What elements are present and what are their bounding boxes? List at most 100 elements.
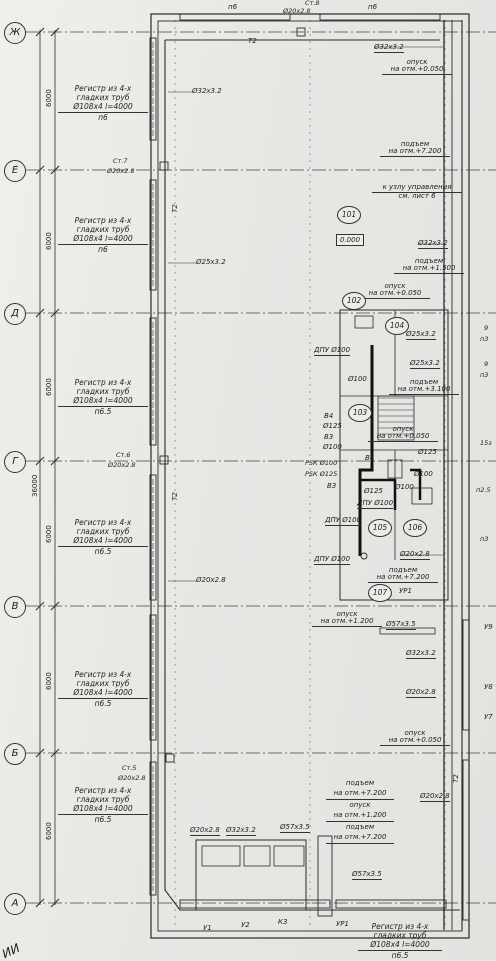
entrance-vestibule-2 (243, 845, 271, 867)
dim-tick-inner-6 (50, 898, 60, 908)
axis-marker-d: Д (4, 303, 26, 325)
drain-d100-a: Ø100 (348, 375, 367, 383)
right-register-mid (462, 619, 470, 731)
dpu-label-a: ДПУ Ø100 (314, 346, 351, 356)
room-107: 107 (368, 584, 392, 602)
valve-k3: К3 (278, 918, 288, 926)
left-register-3 (149, 474, 157, 601)
dimension-span-4: 6000 (45, 525, 53, 543)
riser-st7-name: Ст.7 (113, 157, 128, 165)
right-mid-register (379, 627, 436, 635)
dim-tick-inner-4 (50, 601, 60, 611)
pipe-label-r-low1: Ø20х2.8 (400, 550, 430, 560)
dim-tick-outer-6 (35, 898, 45, 908)
entrance-unit (195, 839, 307, 911)
left-register-0 (149, 37, 157, 141)
riser-marker-2 (165, 753, 175, 763)
edge-label-f: п2.5 (476, 486, 491, 494)
riser-marker-3 (296, 27, 306, 37)
bottom-register-right (335, 899, 447, 909)
room-104: 104 (385, 317, 409, 335)
line-t2-label-2: Т2 (170, 492, 179, 501)
drain-d125-a: Ø125 (418, 448, 437, 456)
level-box: 0.000 (336, 234, 365, 246)
dim-tick-inner-1 (50, 165, 60, 175)
drain-b4-d: Ø125 (323, 422, 342, 430)
entrance-riser-box (317, 835, 333, 917)
bottom-register-left (179, 899, 331, 909)
axis-marker-a: А (4, 893, 26, 915)
dpu-label-c: ДПУ Ø100 (314, 555, 351, 565)
drain-d100-b: Ø100 (414, 470, 433, 478)
dimension-span-1: 6000 (45, 89, 53, 107)
top-register-right (319, 13, 441, 21)
drain-b3-d: Ø100 (323, 443, 342, 451)
axis-marker-b: Б (4, 743, 26, 765)
drain-b4-b: В4 (365, 454, 375, 462)
axis-marker-g: Г (4, 451, 26, 473)
entrance-vestibule-3 (273, 845, 305, 867)
dim-tick-inner-0 (50, 27, 60, 37)
dim-tick-inner-3 (50, 456, 60, 466)
dpu-label-b: ДПУ Ø100 (325, 516, 362, 526)
riser-st6-pipe: Ø20х2.8 (108, 461, 136, 469)
dim-tick-outer-5 (35, 748, 45, 758)
valve-u2: У2 (241, 921, 250, 929)
drain-b3-b: В3 (327, 482, 337, 490)
riser-st5-pipe: Ø20х2.8 (118, 774, 146, 782)
riser-marker-0 (159, 161, 169, 171)
supply-line-t2-left (164, 40, 460, 911)
edge-label-a: 9 (484, 324, 489, 332)
edge-label-c: 9 (484, 360, 489, 368)
pipe-label-left-1: Ø32х3.2 (192, 87, 222, 95)
room-101: 101 (337, 206, 361, 224)
stair-box (377, 395, 415, 441)
room-103: 103 (348, 404, 372, 422)
fixture-toilet-2 (387, 459, 403, 479)
dimension-span-5: 6000 (45, 672, 53, 690)
edge-label-b: п3 (480, 335, 489, 343)
fixture-sink-1 (354, 315, 374, 329)
valve-u8: У8 (484, 683, 493, 691)
left-register-4 (149, 614, 157, 741)
drain-rsk-2: РSК Ø125 (305, 470, 338, 478)
edge-label-g: п3 (480, 535, 489, 543)
line-t2-label-top: Т2 (248, 37, 257, 45)
line-t2-label-3: Т2 (451, 774, 460, 783)
pipe-label-r-mid1: Ø32х3.2 (418, 239, 448, 249)
valve-u7: У7 (484, 713, 493, 721)
pipe-label-r-low2: Ø57х3.5 (386, 620, 416, 630)
room-106: 106 (403, 519, 427, 537)
pipe-label-r-low4: Ø20х2.8 (406, 688, 436, 698)
valve-u9: У9 (484, 623, 493, 631)
dim-tick-inner-2 (50, 308, 60, 318)
left-register-1 (149, 179, 157, 291)
riser-st5-name: Ст.5 (122, 764, 137, 772)
top-register-left (179, 13, 291, 21)
valve-up1-a: УР1 (399, 587, 412, 595)
edge-label-e: 15з (480, 439, 492, 447)
edge-label-d: п3 (480, 371, 489, 379)
dim-tick-outer-1 (35, 165, 45, 175)
valve-u1: У1 (203, 924, 212, 932)
dim-tick-outer-4 (35, 601, 45, 611)
top-label-p6-right: п6 (368, 3, 378, 11)
axis-marker-e: Е (4, 160, 26, 182)
pipe-label-b-2: Ø32х3.2 (226, 826, 256, 836)
pipe-label-b-1: Ø20х2.8 (190, 826, 220, 836)
